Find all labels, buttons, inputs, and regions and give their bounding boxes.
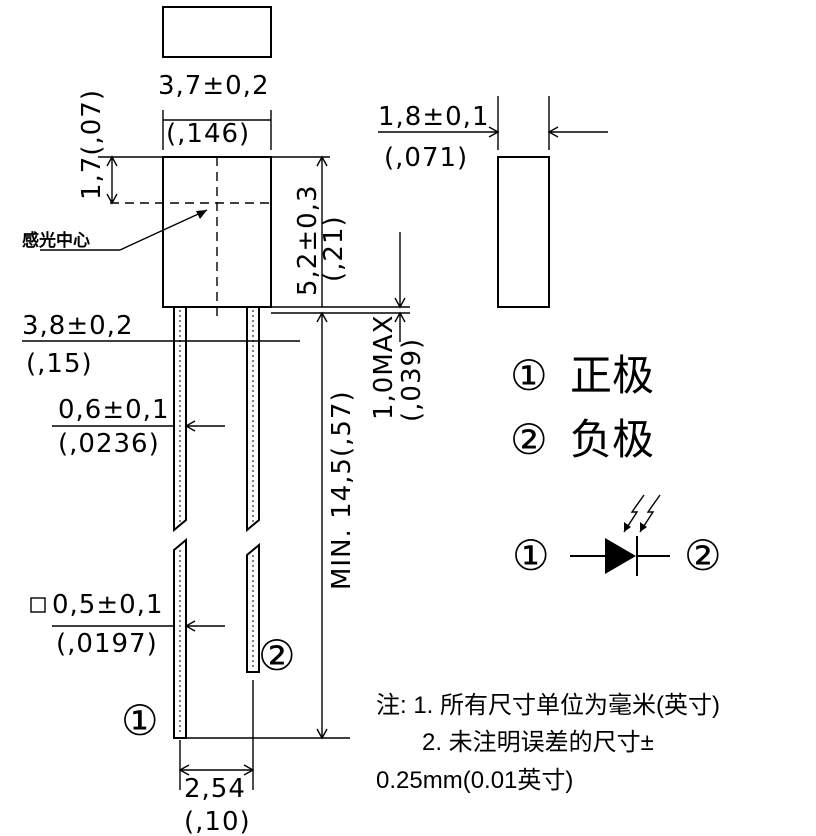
dim-standoff: 1,0MAX <box>369 315 399 420</box>
legend-item1-text: 正极 <box>570 351 654 400</box>
lead-1 <box>173 307 187 739</box>
label-sensor-center: 感光中心 <box>22 230 90 251</box>
dim-body-height-in: (,21) <box>319 215 349 282</box>
legend-item2-mark: ② <box>510 415 548 464</box>
square-icon <box>30 597 46 613</box>
top-view-outline <box>162 6 272 58</box>
dim-thickness-in: (,071) <box>384 143 468 173</box>
side-view-outline <box>497 156 550 308</box>
lead-2 <box>246 307 260 673</box>
pin-2-label: ② <box>258 631 296 680</box>
legend-item1-mark: ① <box>510 351 548 400</box>
dim-pitch: 2,54 <box>184 774 246 804</box>
dim-lead-gap: 3,8±0,2 <box>22 311 133 341</box>
diode-pin1-mark: ① <box>512 531 550 580</box>
dim-top-width-in: (,146) <box>166 119 250 149</box>
dim-pitch-in: (,10) <box>184 807 251 836</box>
legend-item2-text: 负极 <box>570 415 654 464</box>
dim-square-lead: 0,5±0,1 <box>52 590 163 620</box>
dim-top-width: 3,7±0,2 <box>158 71 269 101</box>
dim-sensor-offset: 1,7(,07) <box>77 89 107 200</box>
note-line-2: 2. 未注明误差的尺寸± <box>422 729 654 756</box>
note-line-1: 注: 1. 所有尺寸单位为毫米(英寸) <box>376 692 720 719</box>
dim-lead-gap-in: (,15) <box>26 349 93 379</box>
dim-body-height: 5,2±0,3 <box>293 185 323 296</box>
dim-lead-width-in: (,0236) <box>58 429 160 459</box>
dim-thickness: 1,8±0,1 <box>378 102 489 132</box>
note-line-3: 0.25mm(0.01英寸) <box>376 767 573 794</box>
pin-1-label: ① <box>121 696 159 745</box>
dim-standoff-in: (,039) <box>397 338 427 422</box>
dim-lead-width: 0,6±0,1 <box>58 395 169 425</box>
led-diode-icon <box>570 494 670 576</box>
diode-pin2-mark: ② <box>684 531 722 580</box>
dim-square-lead-in: (,0197) <box>56 629 158 659</box>
dim-lead-length: MIN. 14,5(,57) <box>327 390 357 590</box>
